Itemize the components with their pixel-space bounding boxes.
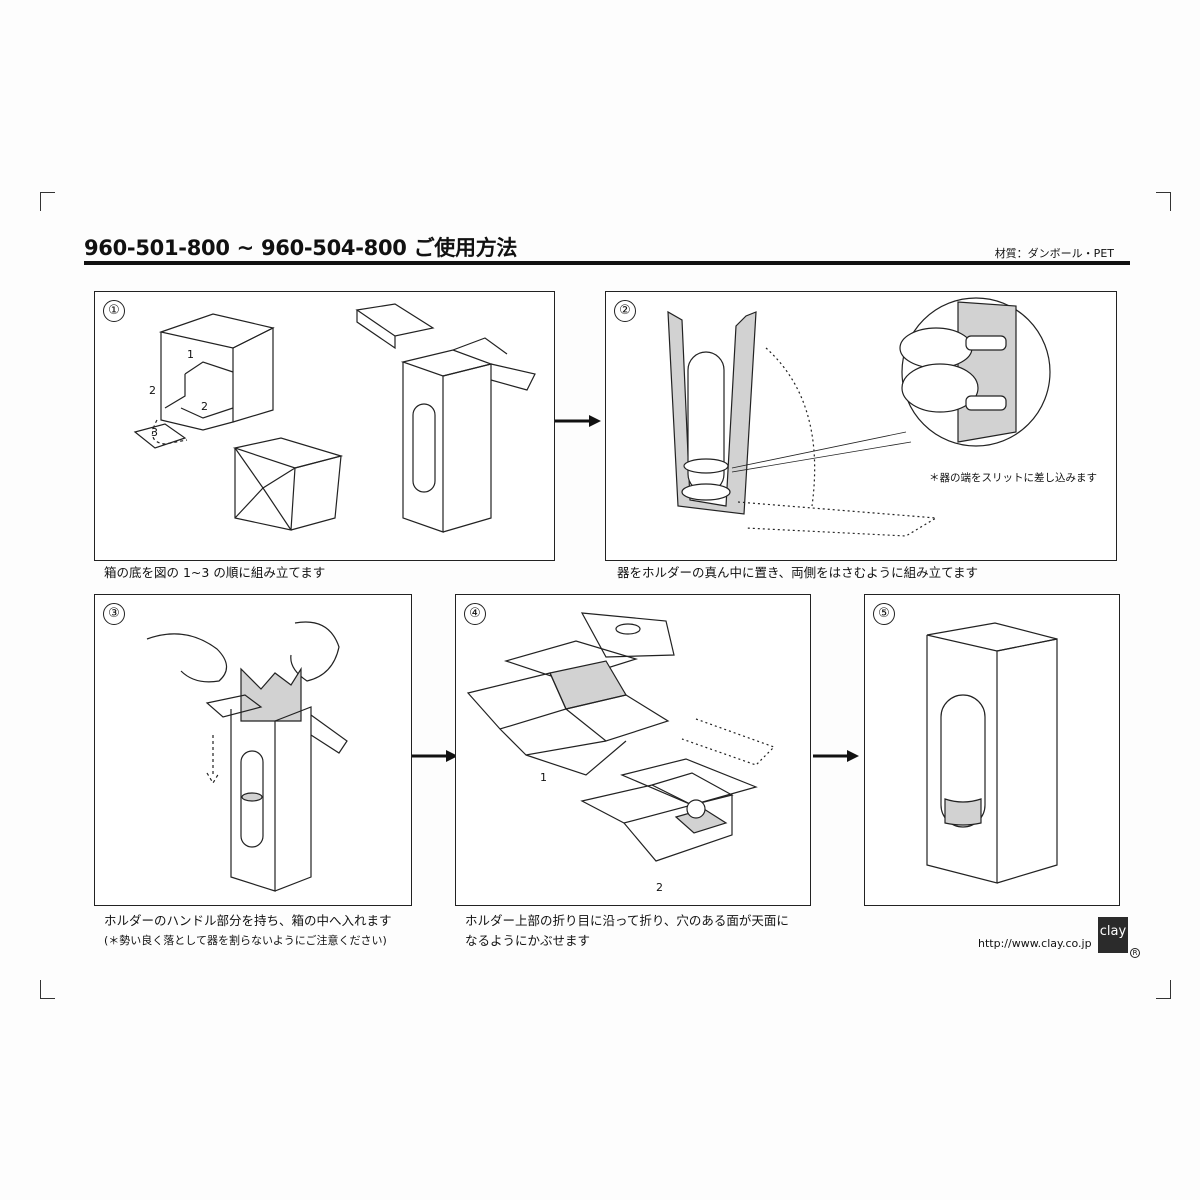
step-3-caption-line2: (＊勢い良く落として器を割らないようにご注意ください) bbox=[104, 934, 387, 947]
step-2-caption: 器をホルダーの真ん中に置き、両側をはさむように組み立てます bbox=[617, 565, 979, 580]
step-5-illustration bbox=[926, 622, 1058, 884]
step-3-illustration bbox=[146, 621, 348, 892]
crop-mark-top-right bbox=[1156, 192, 1171, 211]
step-1-number: ① bbox=[103, 300, 125, 322]
step-1-label-1: 1 bbox=[187, 348, 194, 361]
step-1-illustration bbox=[133, 303, 536, 533]
registered-mark: R bbox=[1130, 948, 1140, 958]
step-3-panel: ③ bbox=[94, 594, 412, 906]
title-rule bbox=[84, 261, 1130, 265]
step-1-label-3: 3 bbox=[151, 426, 158, 439]
step-2-illustration bbox=[667, 297, 1051, 537]
step-arrow-icon bbox=[412, 750, 458, 762]
clay-logo: clay bbox=[1098, 917, 1128, 953]
step-2-note: ＊器の端をスリットに差し込みます bbox=[929, 472, 1097, 484]
step-4-number: ④ bbox=[464, 603, 486, 625]
step-2-number: ② bbox=[614, 300, 636, 322]
step-2-panel: ② ＊器の端をスリットに差し込みます bbox=[605, 291, 1117, 561]
step-4-illustration bbox=[466, 612, 776, 862]
step-3-caption-line1: ホルダーのハンドル部分を持ち、箱の中へ入れます bbox=[104, 913, 392, 928]
step-4-caption-line1: ホルダー上部の折り目に沿って折り、穴のある面が天面に bbox=[465, 913, 789, 928]
step-1-label-2b: 2 bbox=[201, 400, 208, 413]
step-4-panel: ④ 1 2 bbox=[455, 594, 811, 906]
step-4-caption-line2: なるようにかぶせます bbox=[465, 933, 591, 948]
step-4-label-2: 2 bbox=[656, 881, 663, 894]
page-title: 960-501-800 ~ 960-504-800 ご使用方法 bbox=[84, 236, 518, 260]
step-5-number: ⑤ bbox=[873, 603, 895, 625]
step-3-number: ③ bbox=[103, 603, 125, 625]
step-1-label-2a: 2 bbox=[149, 384, 156, 397]
step-arrow-icon bbox=[555, 415, 601, 427]
company-url: http://www.clay.co.jp bbox=[978, 937, 1092, 950]
crop-mark-bottom-right bbox=[1156, 980, 1171, 999]
step-1-panel: ① 1 2 2 3 bbox=[94, 291, 555, 561]
step-arrow-icon bbox=[813, 750, 859, 762]
step-1-caption: 箱の底を図の 1~3 の順に組み立てます bbox=[104, 565, 326, 580]
material-label: 材質：ダンボール・PET bbox=[994, 247, 1114, 260]
step-4-label-1: 1 bbox=[540, 771, 547, 784]
crop-mark-bottom-left bbox=[40, 980, 55, 999]
step-5-panel: ⑤ bbox=[864, 594, 1120, 906]
crop-mark-top-left bbox=[40, 192, 55, 211]
